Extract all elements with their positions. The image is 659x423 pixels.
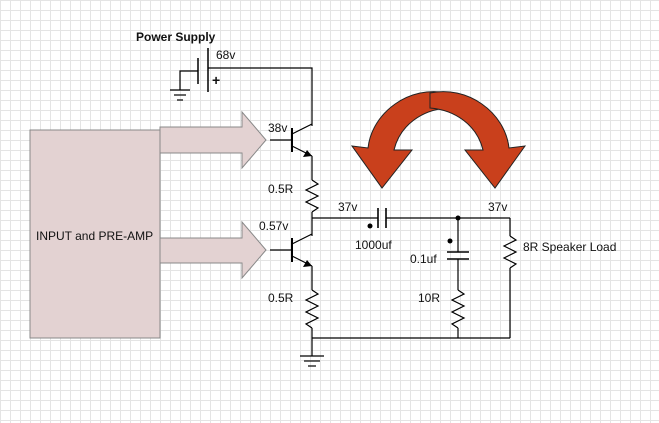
zobel-resistor-label: 10R [418, 291, 441, 305]
power-supply-title: Power Supply [136, 30, 216, 44]
upper-base-voltage-label: 38v [268, 121, 288, 135]
coupling-capacitor [377, 208, 387, 228]
zobel-capacitor [447, 251, 469, 260]
input-preamp-block[interactable] [29, 129, 161, 339]
battery-ground-wire [170, 70, 198, 101]
supply-rail-wire [208, 67, 313, 126]
midpoint-voltage-label: 37v [338, 200, 358, 214]
upper-emitter-resistor [304, 179, 320, 213]
battery-symbol [197, 48, 209, 92]
lower-transistor [270, 233, 313, 267]
curved-arrow-left [350, 91, 448, 189]
lower-emitter-resistor-label: 0.5R [268, 291, 294, 305]
capacitor-polarity-dot [367, 223, 373, 229]
zobel-resistor [450, 289, 466, 329]
curved-arrow-right [429, 91, 527, 189]
upper-signal-arrow [159, 110, 267, 170]
coupling-capacitor-label: 1000uf [355, 238, 392, 252]
input-preamp-label: INPUT and PRE-AMP [36, 229, 154, 243]
lower-signal-arrow [159, 220, 267, 280]
supply-voltage-label: 68v [216, 48, 236, 62]
main-ground-symbol [300, 355, 324, 367]
lower-emitter-arrow [303, 260, 312, 267]
speaker-load-resistor [502, 235, 518, 269]
battery-plus-label: + [212, 72, 221, 88]
zobel-capacitor-dot [447, 238, 453, 244]
lower-base-voltage-label: 0.57v [259, 219, 289, 233]
speaker-load-label: 8R Speaker Load [523, 240, 617, 254]
upper-emitter-resistor-label: 0.5R [268, 182, 294, 196]
output-voltage-label: 37v [488, 200, 508, 214]
lower-emitter-resistor [304, 289, 320, 329]
upper-emitter-arrow [303, 150, 312, 157]
zobel-capacitor-label: 0.1uf [410, 252, 437, 266]
